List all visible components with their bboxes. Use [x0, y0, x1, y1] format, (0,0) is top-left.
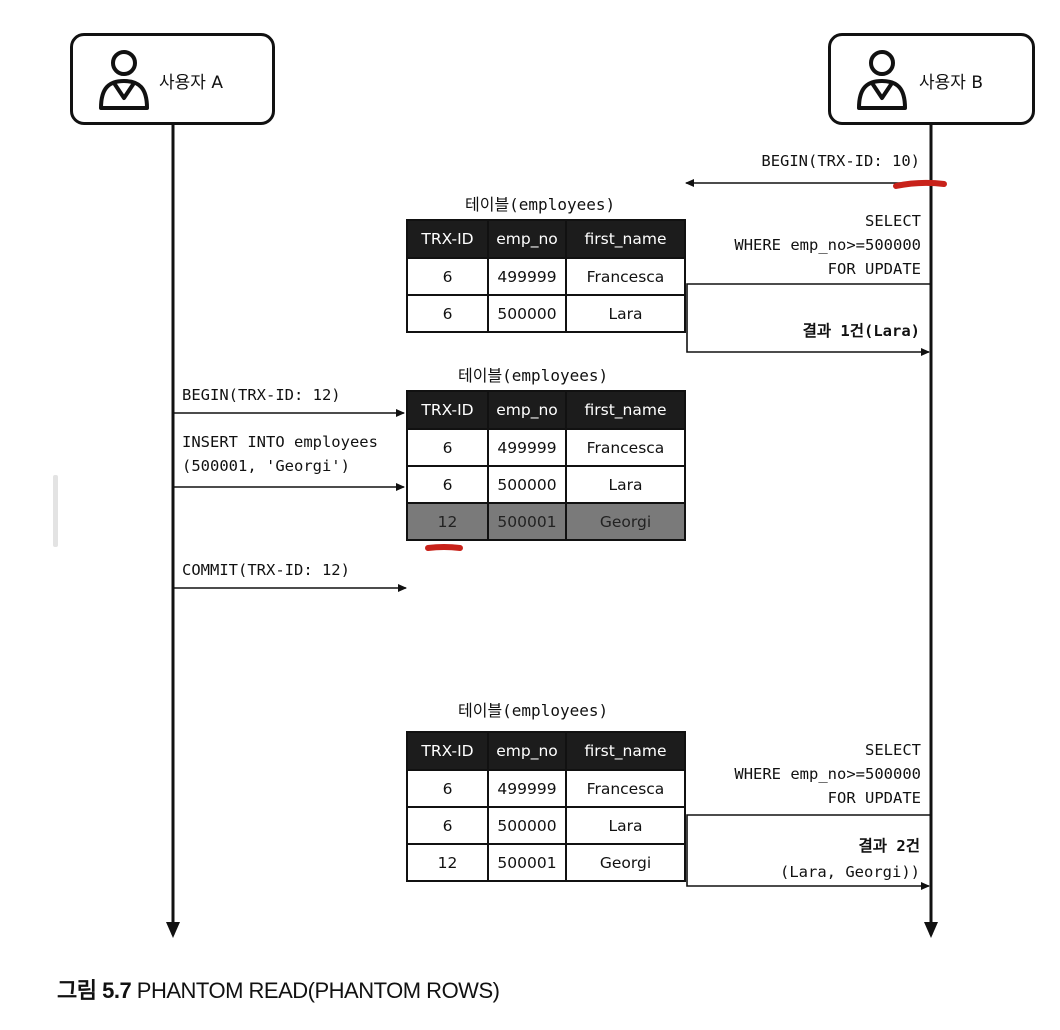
employees-table-1: TRX-ID emp_no first_name 6 499999 France…: [406, 219, 686, 333]
table-cell: Georgi: [565, 502, 686, 541]
header-cell: TRX-ID: [406, 219, 489, 259]
msg-b-result-2-line1: 결과 2건: [858, 837, 920, 855]
header-cell: first_name: [565, 390, 686, 430]
table-cell: Lara: [565, 465, 686, 504]
table-cell: Lara: [565, 806, 686, 845]
msg-b-select-1: SELECT WHERE emp_no>=500000 FOR UPDATE: [734, 212, 921, 278]
figure-caption-prefix: 그림 5.7: [57, 978, 132, 1003]
user-b-box: 사용자 B: [828, 33, 1035, 125]
employees-table-2: TRX-ID emp_no first_name 6 499999 France…: [406, 390, 686, 541]
msg-a-commit: COMMIT(TRX-ID: 12): [182, 561, 350, 579]
table-cell: 499999: [487, 769, 567, 808]
table-header-row: TRX-ID emp_no first_name: [406, 390, 686, 430]
table-cell: 6: [406, 294, 489, 333]
table-cell: 6: [406, 806, 489, 845]
table-cell: Francesca: [565, 257, 686, 296]
table-cell: 499999: [487, 257, 567, 296]
figure-caption-text: PHANTOM READ(PHANTOM ROWS): [131, 978, 500, 1003]
result-box-2: [686, 814, 931, 890]
lifeline-a-arrowhead: [166, 922, 180, 938]
table-row: 12 500001 Georgi: [406, 843, 686, 882]
header-cell: first_name: [565, 731, 686, 771]
table-cell: 6: [406, 769, 489, 808]
table-row: 6 499999 Francesca: [406, 428, 686, 467]
header-cell: emp_no: [487, 731, 567, 771]
table-header-row: TRX-ID emp_no first_name: [406, 219, 686, 259]
user-icon: [857, 50, 907, 110]
lifeline-b-arrowhead: [924, 922, 938, 938]
header-cell: emp_no: [487, 219, 567, 259]
table-cell: 500001: [487, 843, 567, 882]
msg-b-result-2-line2: (Lara, Georgi)): [780, 863, 920, 881]
table-cell: 6: [406, 465, 489, 504]
table-cell: 499999: [487, 428, 567, 467]
table-cell: 6: [406, 428, 489, 467]
user-b-label: 사용자 B: [919, 73, 983, 93]
table-cell: 500000: [487, 806, 567, 845]
table-row: 6 499999 Francesca: [406, 257, 686, 296]
table-cell: 12: [406, 843, 489, 882]
table-caption: 테이블(employees): [465, 195, 616, 214]
table-cell: Lara: [565, 294, 686, 333]
table-row: 6 500000 Lara: [406, 294, 686, 333]
header-cell: emp_no: [487, 390, 567, 430]
table-cell: Francesca: [565, 428, 686, 467]
table-cell: 500000: [487, 465, 567, 504]
table-cell: 500000: [487, 294, 567, 333]
table-row: 6 499999 Francesca: [406, 769, 686, 808]
scroll-indicator: [53, 475, 58, 547]
employees-table-3: TRX-ID emp_no first_name 6 499999 France…: [406, 731, 686, 882]
table-cell: Georgi: [565, 843, 686, 882]
table-cell: 12: [406, 502, 489, 541]
table-caption: 테이블(employees): [458, 366, 609, 385]
user-icon: [99, 50, 149, 110]
user-a-box: 사용자 A: [70, 33, 275, 125]
table-row-highlighted: 12 500001 Georgi: [406, 502, 686, 541]
figure-caption: 그림 5.7 PHANTOM READ(PHANTOM ROWS): [57, 973, 500, 1005]
msg-a-insert: INSERT INTO employees (500001, 'Georgi'): [182, 433, 378, 475]
header-cell: TRX-ID: [406, 731, 489, 771]
table-row: 6 500000 Lara: [406, 806, 686, 845]
table-header-row: TRX-ID emp_no first_name: [406, 731, 686, 771]
red-mark-12: [425, 544, 463, 551]
table-row: 6 500000 Lara: [406, 465, 686, 504]
table-cell: 6: [406, 257, 489, 296]
msg-b-begin: BEGIN(TRX-ID: 10): [761, 152, 920, 170]
result-box-1: [686, 283, 931, 356]
header-cell: TRX-ID: [406, 390, 489, 430]
table-cell: 500001: [487, 502, 567, 541]
table-cell: Francesca: [565, 769, 686, 808]
table-caption: 테이블(employees): [458, 701, 609, 720]
red-mark-10: [893, 179, 947, 189]
header-cell: first_name: [565, 219, 686, 259]
msg-b-result-1: 결과 1건(Lara): [802, 322, 920, 340]
user-a-label: 사용자 A: [159, 73, 223, 93]
msg-a-begin: BEGIN(TRX-ID: 12): [182, 386, 341, 404]
msg-b-select-2: SELECT WHERE emp_no>=500000 FOR UPDATE: [734, 741, 921, 807]
